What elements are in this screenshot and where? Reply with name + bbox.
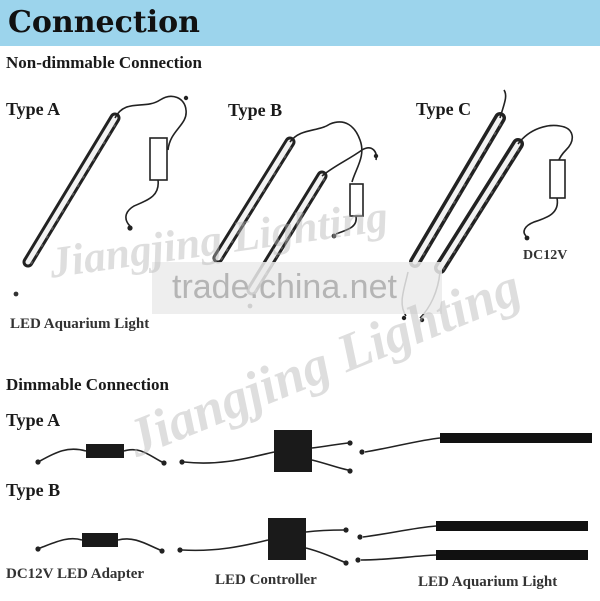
dimmable-type-a-light-bar	[359, 433, 592, 455]
dimmable-type-a-label: Type A	[6, 410, 61, 430]
non-dimmable-light-caption: LED Aquarium Light	[10, 316, 150, 332]
adapter-caption: DC12V LED Adapter	[6, 566, 145, 582]
dimmable-type-b-controller	[177, 518, 349, 566]
non-dimmable-heading: Non-dimmable Connection	[6, 53, 202, 72]
dimmable-type-b-label: Type B	[6, 480, 61, 500]
dimmable-type-b-adapter	[35, 533, 165, 554]
header-bar: Connection	[0, 0, 600, 46]
type-a-light-bar	[22, 112, 121, 268]
type-c-driver	[549, 159, 566, 199]
type-a-driver	[149, 137, 168, 181]
watermark-band	[152, 262, 442, 314]
controller-caption: LED Controller	[215, 572, 317, 588]
type-c-light-bar-2	[434, 138, 524, 274]
dimmable-heading: Dimmable Connection	[6, 375, 169, 394]
type-b-light-bar-1	[212, 136, 296, 264]
non-dimmable-type-b-label: Type B	[228, 100, 283, 120]
watermark-site: trade.china.net	[172, 268, 397, 306]
page-title: Connection	[8, 5, 200, 40]
non-dimmable-type-a-label: Type A	[6, 99, 61, 119]
type-a-output-cable	[125, 179, 159, 227]
dimmable-light-caption: LED Aquarium Light	[418, 574, 558, 590]
type-b-cable	[289, 121, 363, 183]
dimmable-type-a-adapter	[35, 444, 167, 466]
dimmable-type-a-controller	[179, 430, 353, 474]
type-a-cable	[114, 95, 187, 151]
type-b-driver	[349, 183, 364, 217]
dimmable-type-b-light-bars	[355, 521, 588, 563]
non-dimmable-type-c-label: Type C	[416, 99, 472, 119]
type-c-light-bar-1	[409, 112, 506, 268]
voltage-label: DC12V	[523, 248, 568, 263]
